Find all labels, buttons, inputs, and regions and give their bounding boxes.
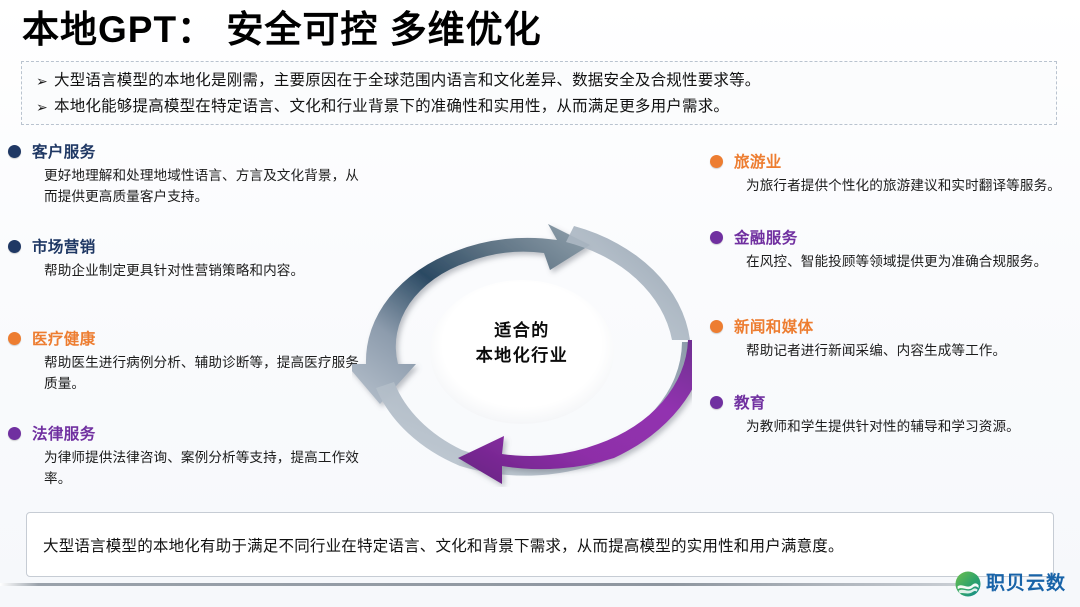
right-industry-column: 旅游业 为旅行者提供个性化的旅游建议和实时翻译等服务。 金融服务 在风控、智能投… xyxy=(710,150,1065,451)
industry-item-desc: 帮助医生进行病例分析、辅助诊断等，提高医疗服务质量。 xyxy=(44,355,359,391)
purple-arrow xyxy=(458,340,692,484)
industry-item-head: 客户服务 xyxy=(8,140,363,162)
industry-item: 市场营销 帮助企业制定更具针对性营销策略和内容。 xyxy=(8,235,363,281)
industry-item-desc: 在风控、智能投顾等领域提供更为准确合规服务。 xyxy=(746,254,1048,269)
industry-item: 新闻和媒体 帮助记者进行新闻采编、内容生成等工作。 xyxy=(710,315,1065,361)
intro-bullet-box: ➢ 大型语言模型的本地化是刚需，主要原因在于全球范围内语言和文化差异、数据安全及… xyxy=(21,61,1057,125)
industry-item-head: 法律服务 xyxy=(8,422,363,444)
industry-item-title: 教育 xyxy=(734,395,766,412)
industry-item: 金融服务 在风控、智能投顾等领域提供更为准确合规服务。 xyxy=(710,226,1065,272)
industry-item: 客户服务 更好地理解和处理地域性语言、方言及文化背景，从而提供更高质量客户支持。 xyxy=(8,140,363,207)
industry-item-head: 市场营销 xyxy=(8,235,363,257)
left-industry-column: 客户服务 更好地理解和处理地域性语言、方言及文化背景，从而提供更高质量客户支持。… xyxy=(8,140,363,503)
bullet-dot-icon xyxy=(710,319,723,333)
industry-item-title: 医疗健康 xyxy=(32,331,96,348)
industry-item-title: 客户服务 xyxy=(32,144,96,161)
industry-item-title: 法律服务 xyxy=(32,426,96,443)
summary-box: 大型语言模型的本地化有助于满足不同行业在特定语言、文化和背景下需求，从而提高模型… xyxy=(26,512,1054,577)
intro-bullet-text: 大型语言模型的本地化是刚需，主要原因在于全球范围内语言和文化差异、数据安全及合规… xyxy=(54,72,761,89)
gray-right-band xyxy=(566,226,690,340)
industry-item: 医疗健康 帮助医生进行病例分析、辅助诊断等，提高医疗服务质量。 xyxy=(8,327,363,394)
bullet-dot-icon xyxy=(710,230,723,244)
bullet-dot-icon xyxy=(710,154,723,168)
industry-item: 法律服务 为律师提供法律咨询、案例分析等支持，提高工作效率。 xyxy=(8,422,363,489)
brand-logo: 职贝云数 xyxy=(955,569,1066,599)
industry-item-desc: 帮助企业制定更具针对性营销策略和内容。 xyxy=(44,263,305,278)
industry-item-desc: 为律师提供法律咨询、案例分析等支持，提高工作效率。 xyxy=(44,450,359,486)
industry-item-title: 市场营销 xyxy=(32,239,96,256)
summary-text: 大型语言模型的本地化有助于满足不同行业在特定语言、文化和背景下需求，从而提高模型… xyxy=(43,537,844,555)
industry-item-head: 金融服务 xyxy=(710,226,1065,248)
cycle-arrows-graphic xyxy=(352,224,692,484)
intro-bullet-row: ➢ 本地化能够提高模型在特定语言、文化和行业背景下的准确性和实用性，从而满足更多… xyxy=(32,94,1046,120)
arrow-bullet-icon: ➢ xyxy=(36,99,48,115)
page-title: 本地GPT： 安全可控 多维优化 xyxy=(22,9,542,50)
industry-item-title: 旅游业 xyxy=(734,154,782,171)
industry-item-desc: 为教师和学生提供针对性的辅导和学习资源。 xyxy=(746,419,1020,434)
industry-item-desc: 帮助记者进行新闻采编、内容生成等工作。 xyxy=(746,343,1007,358)
intro-bullet-text: 本地化能够提高模型在特定语言、文化和行业背景下的准确性和实用性，从而满足更多用户… xyxy=(54,98,730,115)
arrow-bullet-icon: ➢ xyxy=(36,73,48,89)
footer-divider xyxy=(0,583,960,586)
bullet-dot-icon xyxy=(8,144,21,158)
cycle-diagram: 适合的 本地化行业 xyxy=(352,222,692,487)
wave-circle-icon xyxy=(955,571,981,597)
industry-item-head: 教育 xyxy=(710,391,1065,413)
bullet-dot-icon xyxy=(8,426,21,440)
industry-item: 旅游业 为旅行者提供个性化的旅游建议和实时翻译等服务。 xyxy=(710,150,1065,196)
bullet-dot-icon xyxy=(8,331,21,345)
industry-item-desc: 为旅行者提供个性化的旅游建议和实时翻译等服务。 xyxy=(746,178,1061,193)
industry-item-title: 新闻和媒体 xyxy=(734,319,814,336)
industry-item: 教育 为教师和学生提供针对性的辅导和学习资源。 xyxy=(710,391,1065,437)
industry-item-head: 医疗健康 xyxy=(8,327,363,349)
bullet-dot-icon xyxy=(710,395,723,409)
intro-bullet-row: ➢ 大型语言模型的本地化是刚需，主要原因在于全球范围内语言和文化差异、数据安全及… xyxy=(32,68,1046,94)
brand-logo-text: 职贝云数 xyxy=(985,573,1066,594)
industry-item-desc: 更好地理解和处理地域性语言、方言及文化背景，从而提供更高质量客户支持。 xyxy=(44,168,359,204)
bullet-dot-icon xyxy=(8,239,21,253)
industry-item-head: 新闻和媒体 xyxy=(710,315,1065,337)
industry-item-title: 金融服务 xyxy=(734,230,798,247)
industry-item-head: 旅游业 xyxy=(710,150,1065,172)
